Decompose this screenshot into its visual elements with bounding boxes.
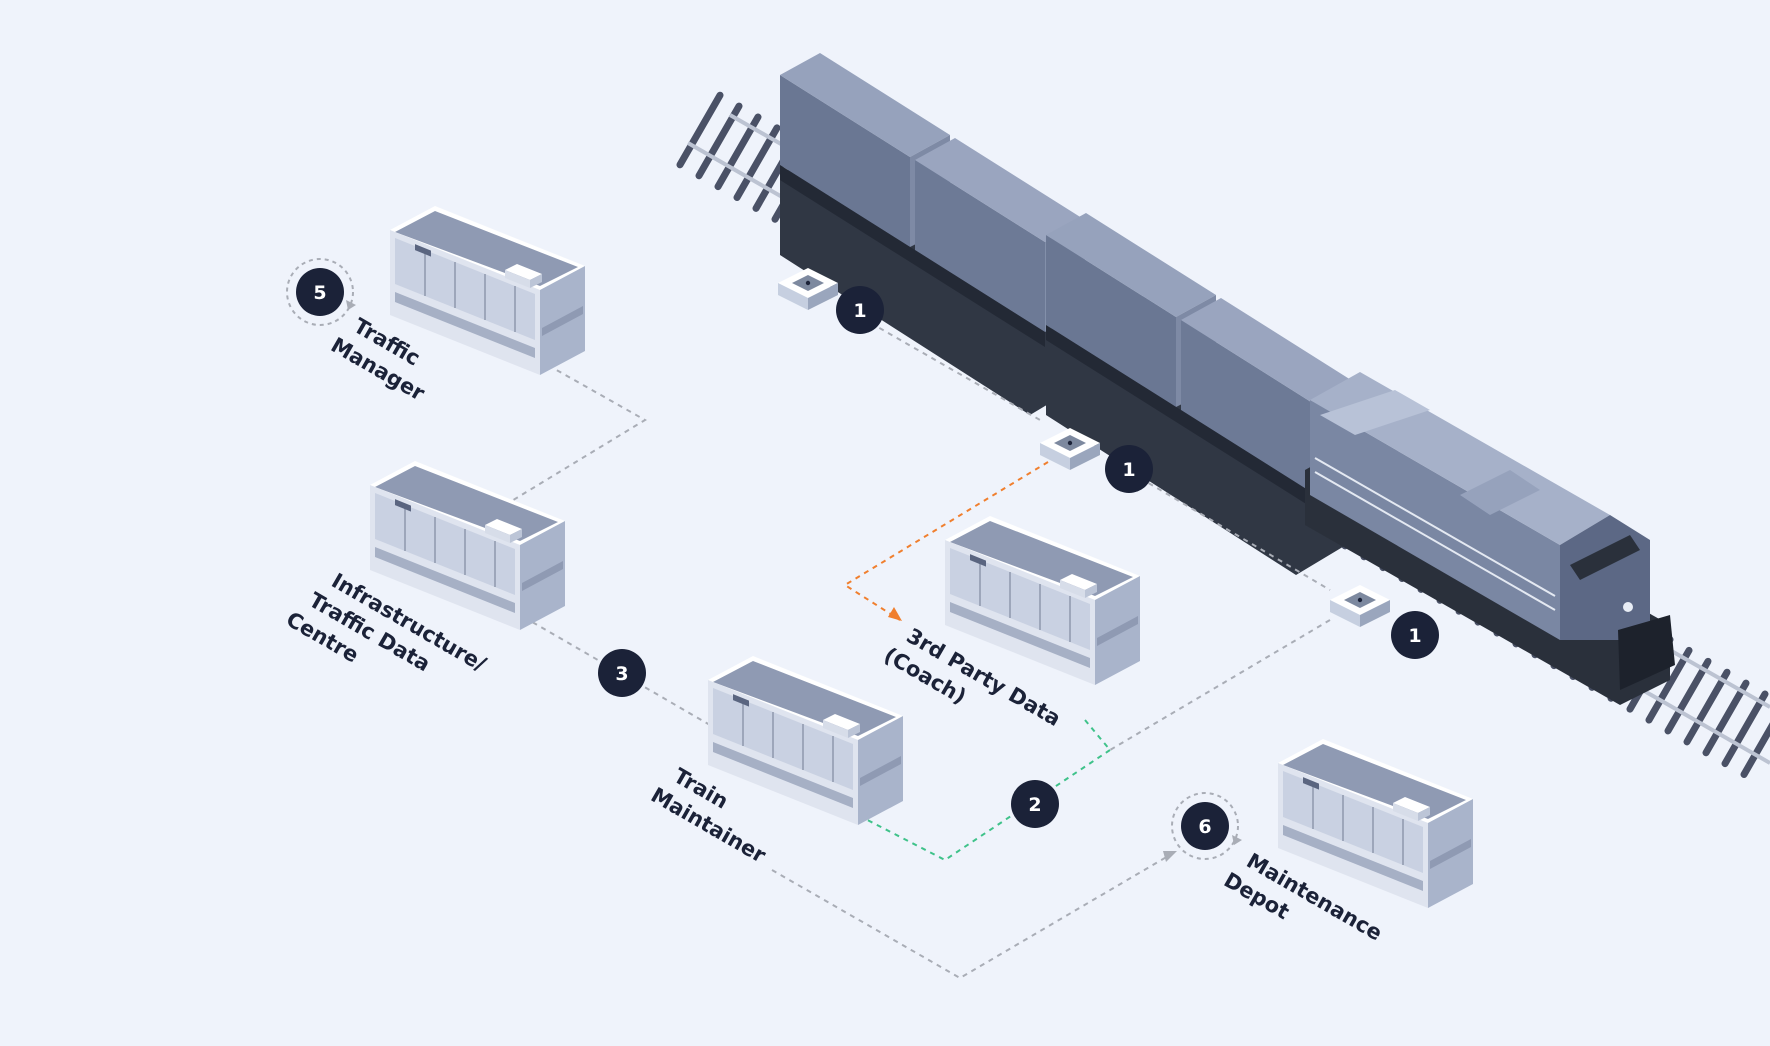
flow-sensor3-to-junction [1109,619,1331,751]
flow-infrastructure-to-traffic-manager [504,354,647,506]
arrow-to-depot [1163,851,1177,862]
rail-sleeper [1740,722,1770,778]
flow-maintainer-to-depot [771,851,1176,980]
badge-sensor-2: 1 [1105,445,1153,493]
badge-sensor-1-text: 1 [853,300,866,322]
flow-sensor1-to-sensor2 [861,317,1041,421]
badge-sensor-1: 1 [836,286,884,334]
badge-sensor-3: 1 [1391,611,1439,659]
badge-maintenance-depot-6: 6 [1171,792,1239,860]
flow-sensor-to-third-party [843,461,1049,621]
flow-junction-to-maintainer [847,749,1111,862]
badge-sensor-2-text: 1 [1122,459,1135,481]
badge-traffic-manager-5: 5 [286,258,354,326]
flow-lines [504,317,1331,980]
rail-sleeper [1664,657,1712,735]
badge-5-text: 5 [313,282,326,304]
freight-car-1 [780,53,1085,415]
rail-sleeper [1645,646,1693,724]
badge-6-text: 6 [1198,816,1211,838]
badge-sensor-3-text: 1 [1408,625,1421,647]
badge-flow-2-text: 2 [1028,794,1041,816]
building-train-maintainer [707,655,904,826]
rail-sleeper [676,91,724,169]
flow-third-party-to-junction [1084,719,1111,751]
badge-flow-3-text: 3 [615,663,628,685]
flow-sensor2-to-sensor3 [1139,477,1331,591]
train [780,53,1675,705]
rail-sleeper [1721,690,1769,768]
badge-flow-2: 2 [1011,780,1059,828]
rail-sleeper [1702,679,1750,757]
arrow-orange [888,607,902,621]
locomotive [1305,372,1675,705]
rail-sleeper [1683,668,1731,746]
badge-flow-3: 3 [598,649,646,697]
sensor-3 [1330,585,1390,627]
